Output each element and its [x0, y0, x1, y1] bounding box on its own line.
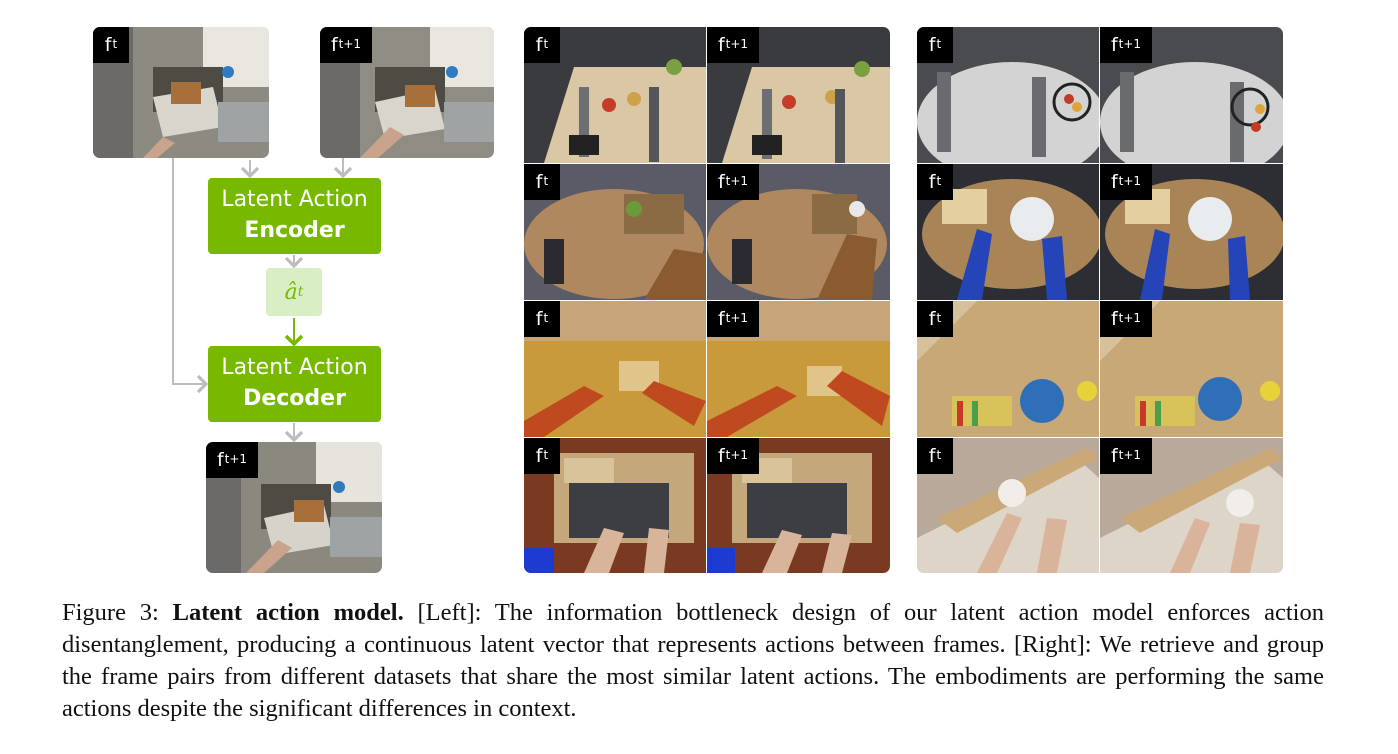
latent-symbol: â — [284, 279, 298, 305]
decoder-line1: Latent Action — [221, 355, 368, 381]
figure-caption: Figure 3: Latent action model. [Left]: T… — [62, 597, 1324, 725]
latent-action-decoder: Latent Action Decoder — [208, 346, 381, 422]
encoder-line1: Latent Action — [221, 187, 368, 213]
skip-ft-to-decoder — [172, 158, 209, 394]
caption-title: Latent action model. — [172, 599, 404, 626]
latent-subscript: t — [297, 284, 304, 300]
diagram-connectors — [172, 158, 353, 443]
decoder-line2: Decoder — [243, 386, 346, 411]
caption-body: [Left]: The information bottleneck desig… — [62, 599, 1324, 722]
caption-prefix: Figure 3: — [62, 599, 173, 626]
latent-action-encoder: Latent Action Encoder — [208, 178, 381, 254]
encoder-line2: Encoder — [244, 218, 345, 243]
